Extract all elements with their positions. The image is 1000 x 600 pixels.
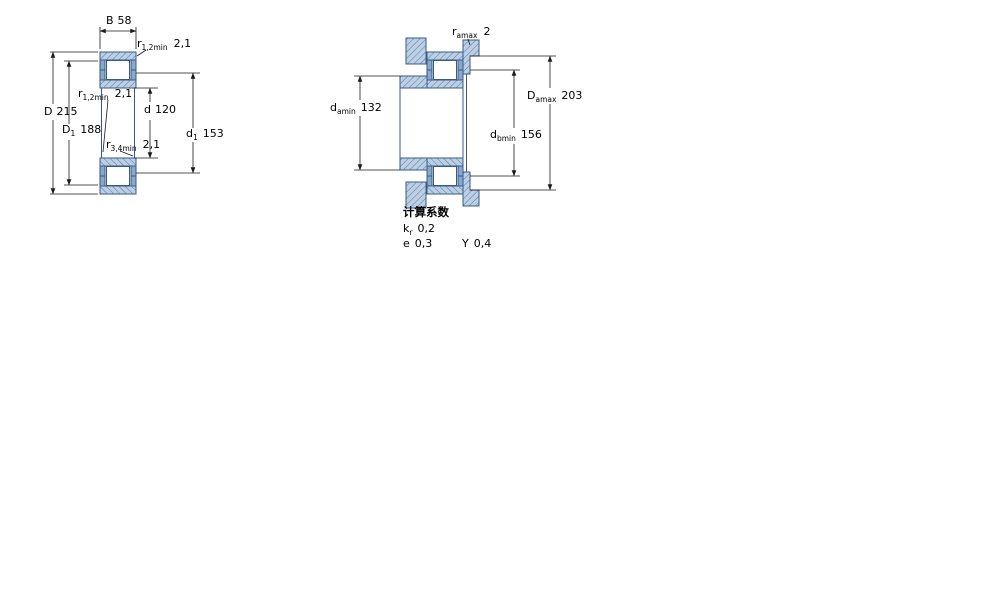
dim-D — [50, 51, 98, 195]
left-view-bearing-section — [99, 51, 137, 195]
leader-r12-mid — [102, 99, 109, 153]
dim-B — [99, 27, 137, 49]
abutment-step-top — [462, 39, 480, 75]
dim-d1 — [136, 72, 200, 174]
abutment-step-bottom — [462, 171, 480, 207]
calculation-factors-heading: 计算系数 — [403, 205, 449, 219]
shaft-shoulder-bottom — [399, 157, 428, 171]
dim-D-amax — [470, 55, 556, 191]
dim-d-amin — [354, 75, 400, 171]
housing-shoulder-top — [405, 37, 427, 65]
shaft-shoulder-top — [399, 75, 428, 89]
dim-d-bmin — [470, 69, 520, 177]
leader-r12-top — [136, 49, 147, 57]
dim-D1 — [64, 60, 98, 186]
housing-shoulder-bottom — [405, 181, 427, 209]
dim-d — [134, 87, 158, 159]
right-view-mounting-section — [399, 37, 480, 209]
leader-r34 — [119, 150, 134, 157]
shaft — [399, 87, 464, 159]
leader-r-amax — [467, 38, 471, 46]
